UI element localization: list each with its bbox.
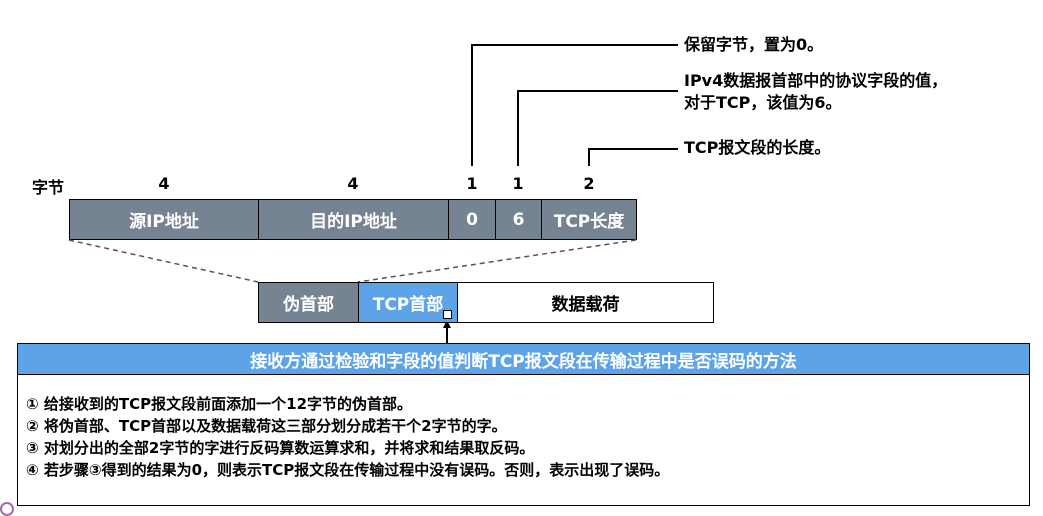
connector-protocol [517,90,519,166]
segment-pseudo-header: 伪首部 [258,282,359,323]
annotation-protocol-1: IPv4数据报首部中的协议字段的值， [684,71,948,90]
method-panel: 接收方通过检验和字段的值判断TCP报文段在传输过程中是否误码的方法 ① 给接收到… [17,343,1030,506]
connector-protocol-h [517,90,678,92]
annotation-length: TCP报文段的长度。 [684,138,831,157]
bytes-src-ip: 4 [158,174,170,193]
annotation-reserved: 保留字节，置为0。 [684,35,824,54]
bytes-tcp-length: 2 [583,174,595,193]
connector-length [588,148,590,166]
bytes-protocol: 1 [512,174,524,193]
bytes-dst-ip: 4 [347,174,359,193]
segment-tcp-header: TCP首部 [358,282,458,323]
field-protocol: 6 [495,199,542,240]
checksum-marker [443,310,452,319]
field-tcp-length: TCP长度 [541,199,637,240]
connector-length-h [588,148,678,150]
connector-reserved-h [471,44,678,46]
method-step: ① 给接收到的TCP报文段前面添加一个12字节的伪首部。 [26,395,413,413]
connector-reserved [471,44,473,166]
dashed-line-right [357,239,637,283]
method-steps: ① 给接收到的TCP报文段前面添加一个12字节的伪首部。 ② 将伪首部、TCP首… [18,375,1029,481]
method-title: 接收方通过检验和字段的值判断TCP报文段在传输过程中是否误码的方法 [18,344,1029,375]
method-step: ③ 对划分出的全部2字节的字进行反码算数运算求和，并将求和结果取反码。 [26,439,535,457]
method-step: ④ 若步骤③得到的结果为0，则表示TCP报文段在传输过程中没有误码。否则，表示出… [26,461,670,479]
dashed-line-left [68,239,259,283]
segment-payload: 数据载荷 [457,282,714,323]
method-step: ② 将伪首部、TCP首部以及数据载荷这三部分划分成若干个2字节的字。 [26,417,507,435]
arrow-head [443,320,451,328]
bytes-zero: 1 [466,174,478,193]
field-src-ip: 源IP地址 [69,199,259,240]
annotation-protocol-2: 对于TCP，该值为6。 [684,93,842,112]
field-dst-ip: 目的IP地址 [258,199,449,240]
bytes-label: 字节 [32,178,65,197]
field-zero: 0 [448,199,496,240]
